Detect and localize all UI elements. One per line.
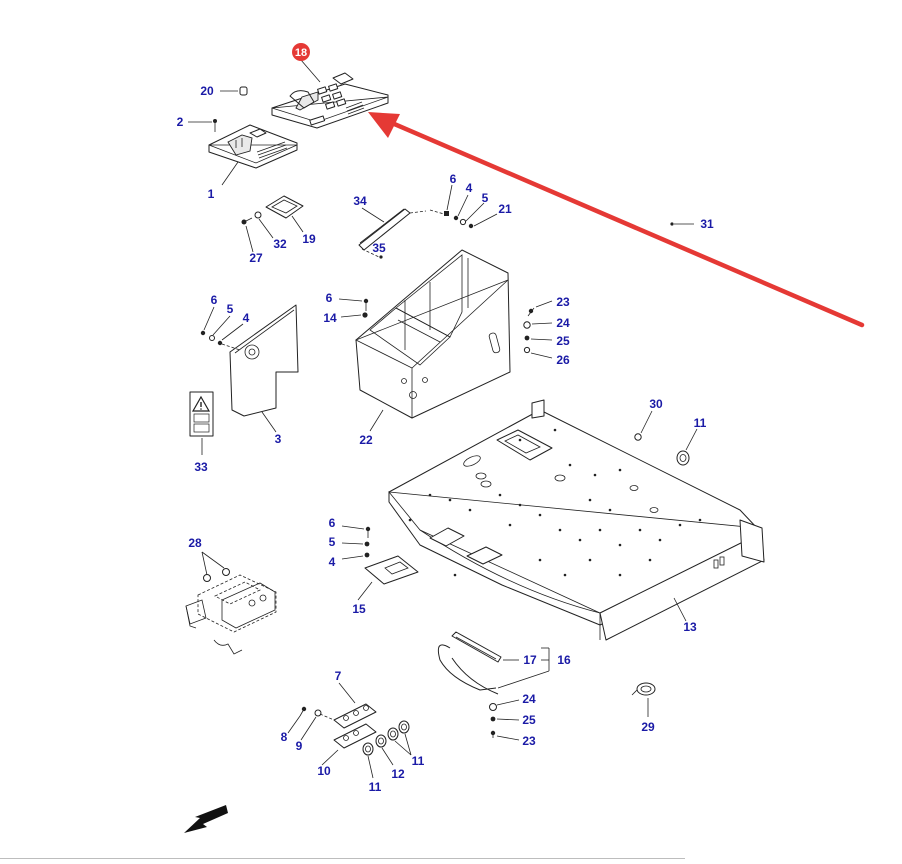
warning-triangle-icon bbox=[191, 395, 211, 412]
callout-11-bottom-b: 11 bbox=[412, 754, 425, 768]
callout-24-top: 24 bbox=[556, 316, 570, 330]
part-7-grommet-strip bbox=[321, 682, 377, 766]
callout-25-bottom: 25 bbox=[522, 713, 536, 727]
callout-22: 22 bbox=[359, 433, 373, 447]
callout-16: 16 bbox=[557, 653, 571, 667]
part-3-cover bbox=[229, 304, 299, 433]
callout-4-top: 4 bbox=[466, 181, 473, 195]
callout-6-housing: 6 bbox=[326, 291, 333, 305]
callout-6-plate: 6 bbox=[329, 516, 336, 530]
part-2-screw bbox=[188, 119, 217, 132]
callout-6-left: 6 bbox=[211, 293, 218, 307]
hardware-group-top bbox=[429, 184, 498, 229]
callout-23-top: 23 bbox=[556, 295, 570, 309]
callout-15: 15 bbox=[352, 602, 366, 616]
part-15-plate bbox=[357, 555, 419, 601]
part-19-gasket bbox=[265, 195, 304, 233]
part-32-washer bbox=[254, 211, 274, 239]
callout-24-bottom: 24 bbox=[522, 692, 536, 706]
callout-30: 30 bbox=[649, 397, 663, 411]
part-28-bracket-assembly bbox=[185, 551, 277, 655]
part-1-panel bbox=[208, 124, 298, 186]
callout-27: 27 bbox=[249, 251, 263, 265]
callout-20: 20 bbox=[200, 84, 214, 98]
callout-6-top: 6 bbox=[450, 172, 457, 186]
callout-33: 33 bbox=[194, 460, 208, 474]
callout-9: 9 bbox=[296, 739, 303, 753]
part-20-plug bbox=[220, 86, 248, 96]
hardware-group-right bbox=[523, 300, 553, 359]
callout-17: 17 bbox=[523, 653, 537, 667]
callout-11-bottom-a: 11 bbox=[369, 780, 382, 794]
callout-26: 26 bbox=[556, 353, 570, 367]
callout-4-left: 4 bbox=[243, 311, 250, 325]
callout-11-right: 11 bbox=[694, 416, 707, 430]
callout-10: 10 bbox=[317, 764, 331, 778]
callout-18-highlight bbox=[292, 43, 310, 61]
callout-23-bottom: 23 bbox=[522, 734, 536, 748]
hardware-group-hose bbox=[489, 699, 520, 741]
callout-29: 29 bbox=[641, 720, 655, 734]
callout-5-left: 5 bbox=[227, 302, 234, 316]
front-direction-arrow-icon bbox=[184, 805, 228, 833]
callout-5-plate: 5 bbox=[329, 535, 336, 549]
callout-19: 19 bbox=[302, 232, 316, 246]
callout-12: 12 bbox=[391, 767, 405, 781]
part-29-clamp bbox=[631, 682, 656, 717]
part-33-warning-decal bbox=[189, 391, 214, 455]
part-31-marker bbox=[670, 222, 694, 226]
callout-18-label: 18 bbox=[295, 47, 307, 59]
callout-3: 3 bbox=[275, 432, 282, 446]
hardware-group-housing bbox=[338, 298, 369, 318]
callout-31: 31 bbox=[700, 217, 714, 231]
callout-2: 2 bbox=[177, 115, 184, 129]
callout-1: 1 bbox=[208, 187, 215, 201]
callout-25-top: 25 bbox=[556, 334, 570, 348]
callout-35: 35 bbox=[372, 241, 386, 255]
part-11-grommet-right bbox=[676, 428, 698, 466]
callout-14: 14 bbox=[323, 311, 337, 325]
hardware-group-plate bbox=[341, 525, 371, 560]
hardware-group-strip bbox=[287, 706, 335, 741]
callout-28: 28 bbox=[188, 536, 202, 550]
part-22-console-housing bbox=[355, 249, 511, 432]
hardware-group-left bbox=[200, 306, 244, 351]
part-30-nut bbox=[634, 410, 653, 441]
callout-21: 21 bbox=[498, 202, 512, 216]
callout-13: 13 bbox=[683, 620, 697, 634]
callout-7: 7 bbox=[335, 669, 342, 683]
part-13-base-frame bbox=[388, 399, 765, 641]
part-34-bracket bbox=[358, 207, 427, 259]
bottom-divider bbox=[0, 858, 685, 859]
callout-34: 34 bbox=[353, 194, 367, 208]
part-17-hose bbox=[437, 631, 550, 695]
callout-5-top: 5 bbox=[482, 191, 489, 205]
part-27-bolt bbox=[241, 217, 254, 253]
grommets-bottom bbox=[362, 720, 412, 779]
callout-4-plate: 4 bbox=[329, 555, 336, 569]
callout-32: 32 bbox=[273, 237, 287, 251]
callout-18: 18 bbox=[292, 43, 310, 61]
part-18-control-panel bbox=[271, 59, 389, 129]
callout-8: 8 bbox=[281, 730, 288, 744]
red-pointer-arrow-icon bbox=[368, 112, 865, 328]
